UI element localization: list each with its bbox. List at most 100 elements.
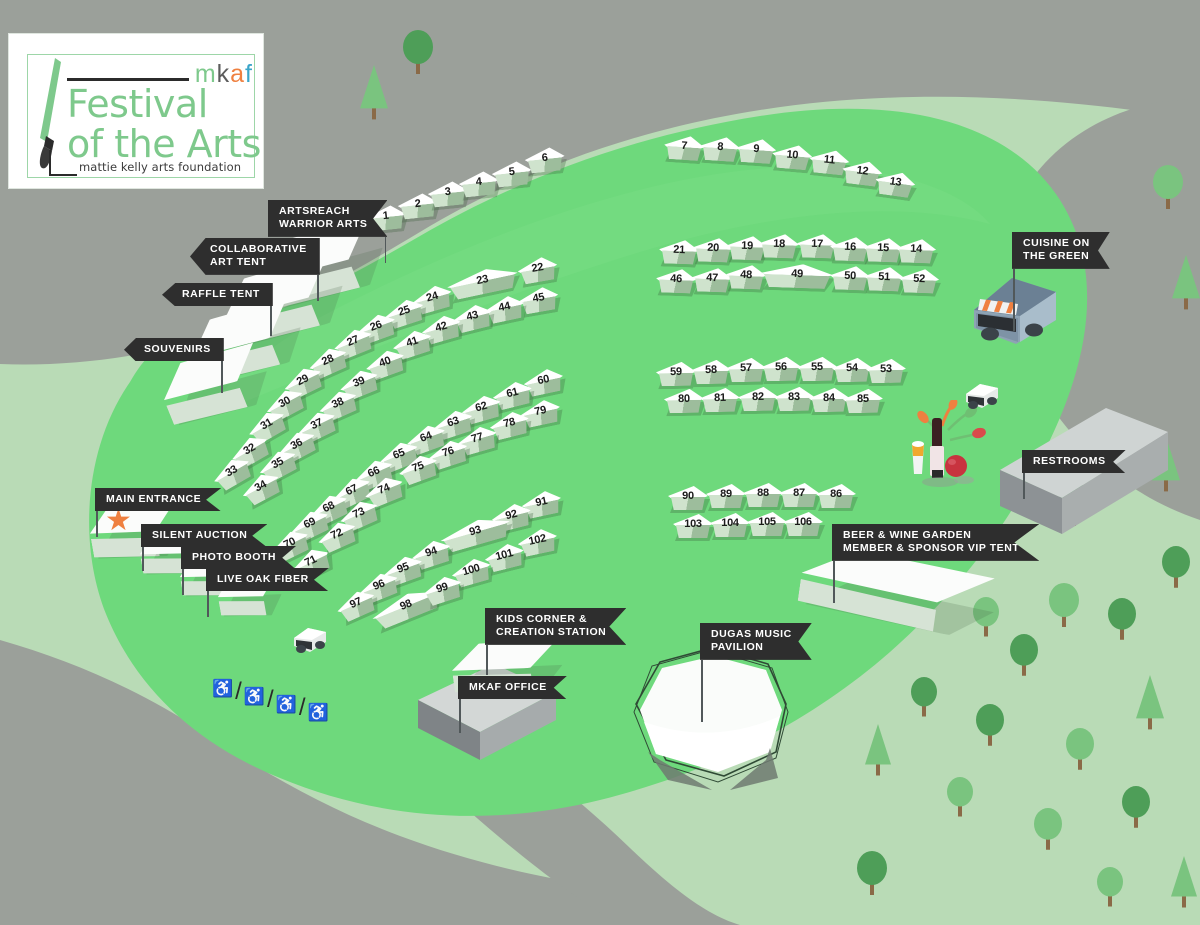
flag-text-silent-auction: SILENT AUCTION bbox=[141, 524, 268, 548]
logo-footer-text: mattie kelly arts foundation bbox=[79, 160, 242, 174]
paintbrush-icon bbox=[39, 58, 61, 169]
pine-tree-icon bbox=[360, 64, 388, 120]
wheelchair-icon: ♿ bbox=[243, 687, 266, 706]
booth-106[interactable]: 106 bbox=[783, 512, 823, 539]
flag-text-raffle: RAFFLE TENT bbox=[162, 283, 273, 307]
flag-label-dugas-pavilion[interactable]: DUGAS MUSIC PAVILION bbox=[700, 623, 812, 722]
flag-pole bbox=[701, 659, 703, 722]
round-tree-icon bbox=[1122, 786, 1150, 828]
logo-mark: mkaf bbox=[195, 60, 253, 89]
booth-104[interactable]: 104 bbox=[710, 513, 750, 540]
round-tree-icon bbox=[976, 704, 1004, 746]
flag-label-main-entrance[interactable]: MAIN ENTRANCE bbox=[95, 488, 222, 538]
logo-letter-k: k bbox=[216, 60, 231, 88]
round-tree-icon bbox=[1034, 808, 1062, 850]
round-tree-icon bbox=[403, 30, 433, 74]
booth-body bbox=[746, 494, 780, 507]
booth-99[interactable]: 99 bbox=[420, 572, 466, 609]
parking-divider: / bbox=[235, 678, 242, 705]
pine-tree-icon bbox=[865, 724, 891, 776]
flag-text-restrooms: RESTROOMS bbox=[1022, 450, 1126, 474]
food-truck[interactable] bbox=[960, 258, 1070, 358]
flag-label-silent-auction[interactable]: SILENT AUCTION bbox=[141, 524, 268, 572]
flag-label-live-oak-fiber[interactable]: LIVE OAK FIBER bbox=[206, 568, 329, 618]
flag-pole bbox=[270, 306, 272, 337]
logo-title-line2: of the Arts bbox=[67, 122, 261, 166]
logo-title-line1: Festival bbox=[67, 82, 208, 126]
booth-90[interactable]: 90 bbox=[668, 486, 708, 513]
flag-label-mkaf-office[interactable]: MKAF OFFICE bbox=[458, 676, 567, 734]
booth-88[interactable]: 88 bbox=[743, 483, 783, 510]
grass-texture-1 bbox=[200, 166, 990, 420]
flag-label-souvenirs[interactable]: SOUVENIRS bbox=[124, 338, 224, 394]
round-tree-icon bbox=[1108, 598, 1136, 640]
flag-text-photo-booth: PHOTO BOOTH bbox=[181, 546, 297, 570]
flag-pole bbox=[182, 569, 184, 596]
flag-text-cuisine: CUISINE ON THE GREEN bbox=[1012, 232, 1110, 269]
accessible-parking-area: ♿/♿/♿/♿ bbox=[212, 678, 329, 722]
booth-103[interactable]: 103 bbox=[673, 514, 713, 541]
flag-label-restrooms[interactable]: RESTROOMS bbox=[1022, 450, 1126, 500]
flag-label-artsreach[interactable]: ARTSREACH WARRIOR ARTS bbox=[268, 200, 388, 263]
booth-87[interactable]: 87 bbox=[779, 483, 819, 510]
round-tree-icon bbox=[911, 677, 937, 717]
booth-number: 87 bbox=[793, 487, 805, 499]
flag-pole bbox=[207, 591, 209, 618]
booth-body bbox=[713, 524, 747, 537]
booth-body bbox=[709, 495, 743, 508]
booth-89[interactable]: 89 bbox=[706, 484, 746, 511]
flag-text-kids-corner: KIDS CORNER & CREATION STATION bbox=[485, 608, 627, 645]
round-tree-icon bbox=[1153, 165, 1183, 209]
parking-divider: / bbox=[298, 694, 306, 721]
booth-body bbox=[750, 523, 784, 536]
round-tree-icon bbox=[973, 597, 999, 637]
booth-number: 88 bbox=[757, 487, 769, 499]
flag-pole bbox=[833, 560, 835, 603]
flag-label-collaborative[interactable]: COLLABORATIVE ART TENT bbox=[190, 238, 320, 301]
flag-pole bbox=[486, 644, 488, 675]
round-tree-icon bbox=[857, 851, 887, 895]
flag-pole bbox=[1023, 473, 1025, 500]
flag-label-beer-wine-garden[interactable]: BEER & WINE GARDEN MEMBER & SPONSOR VIP … bbox=[832, 524, 1040, 603]
dugas-pavilion-structure[interactable] bbox=[633, 647, 789, 790]
round-tree-icon bbox=[1097, 867, 1123, 907]
booth-number: 104 bbox=[721, 517, 739, 529]
beverage-display bbox=[912, 400, 986, 487]
booth-body bbox=[671, 497, 705, 510]
booth-number: 90 bbox=[682, 490, 694, 502]
round-tree-icon bbox=[1066, 728, 1094, 770]
parking-divider: / bbox=[267, 686, 274, 713]
wheelchair-icon: ♿ bbox=[212, 679, 234, 698]
flag-text-souvenirs: SOUVENIRS bbox=[124, 338, 224, 362]
logo-letter-a: a bbox=[230, 60, 246, 88]
booth-number: 89 bbox=[720, 488, 732, 500]
flag-pole bbox=[317, 274, 319, 301]
flag-pole bbox=[1013, 268, 1015, 331]
golf-cart-right[interactable] bbox=[958, 376, 1006, 416]
round-tree-icon bbox=[1049, 583, 1079, 627]
flag-label-kids-corner[interactable]: KIDS CORNER & CREATION STATION bbox=[485, 608, 627, 675]
flag-pole bbox=[384, 236, 387, 263]
flag-label-raffle[interactable]: RAFFLE TENT bbox=[162, 283, 273, 337]
round-tree-icon bbox=[1162, 546, 1190, 588]
booth-105[interactable]: 105 bbox=[747, 512, 787, 539]
booth-body bbox=[786, 523, 820, 536]
logo-corner-rule bbox=[49, 150, 77, 176]
logo-letter-f: f bbox=[245, 60, 253, 88]
pine-tree-icon bbox=[1171, 856, 1197, 908]
booth-number: 103 bbox=[684, 518, 702, 530]
flag-text-live-oak-fiber: LIVE OAK FIBER bbox=[206, 568, 329, 592]
round-tree-icon bbox=[947, 777, 973, 817]
booth-86[interactable]: 86 bbox=[816, 484, 856, 511]
flag-text-dugas-pavilion: DUGAS MUSIC PAVILION bbox=[700, 623, 812, 660]
booth-number: 86 bbox=[830, 488, 842, 500]
pine-tree-icon bbox=[1136, 674, 1164, 730]
flag-pole bbox=[96, 511, 98, 538]
flag-label-cuisine[interactable]: CUISINE ON THE GREEN bbox=[1012, 232, 1110, 331]
golf-cart-left[interactable] bbox=[286, 620, 334, 660]
flag-label-photo-booth[interactable]: PHOTO BOOTH bbox=[181, 546, 297, 596]
